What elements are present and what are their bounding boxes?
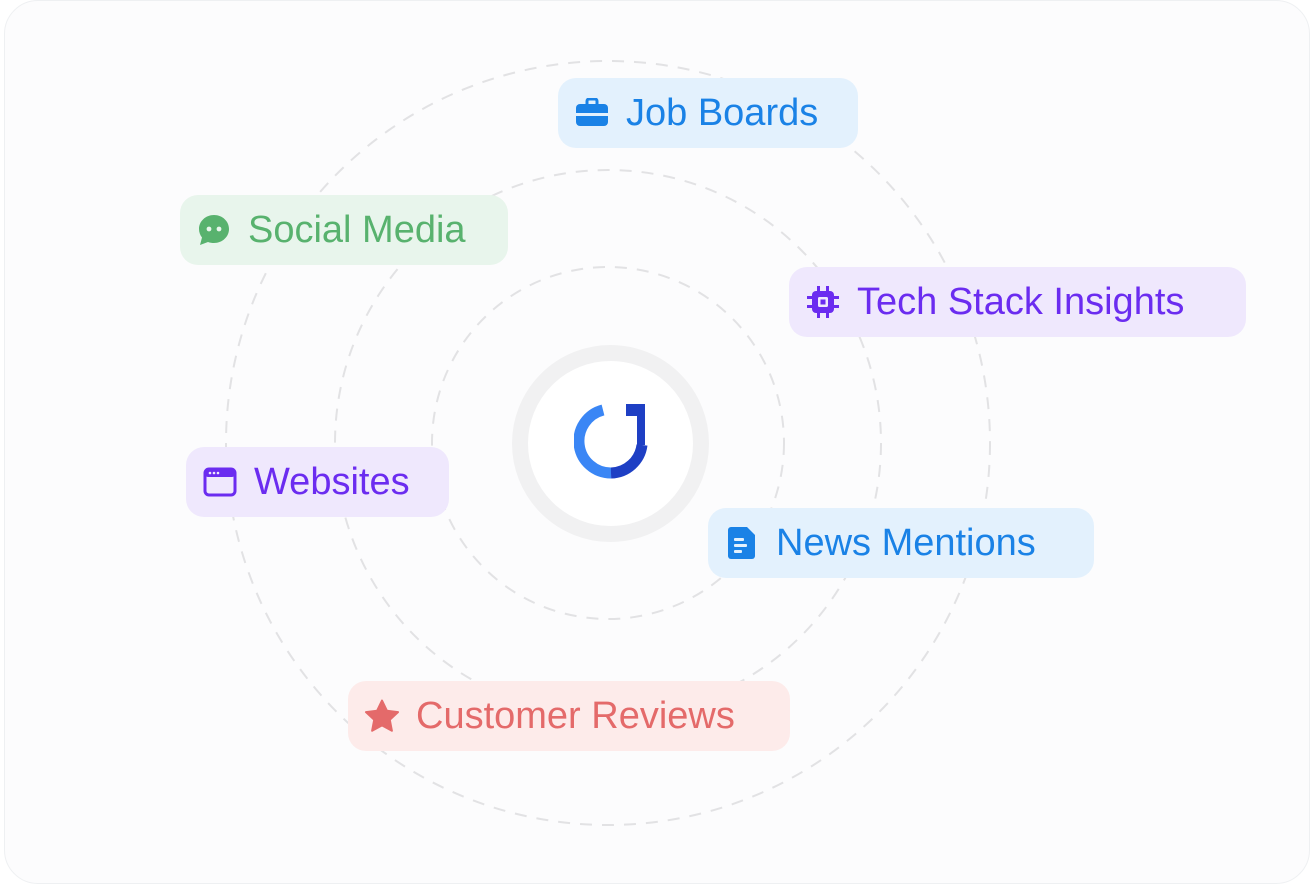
source-chip-job-boards: Job Boards [558, 78, 858, 148]
chip-icon [805, 284, 841, 320]
source-label: Job Boards [626, 91, 819, 134]
orbit-ring-outer [225, 60, 991, 826]
source-chip-websites: Websites [186, 447, 449, 517]
browser-window-icon [202, 464, 238, 500]
source-chip-customer-reviews: Customer Reviews [348, 681, 790, 751]
source-label: Social Media [248, 208, 466, 251]
source-chip-tech-stack-insights: Tech Stack Insights [789, 267, 1246, 337]
star-icon [364, 698, 400, 734]
source-label: News Mentions [776, 521, 1036, 564]
briefcase-icon [574, 95, 610, 131]
source-chip-news-mentions: News Mentions [708, 508, 1094, 578]
source-chip-social-media: Social Media [180, 195, 508, 265]
source-label: Websites [254, 460, 410, 503]
central-hub [512, 345, 709, 542]
source-label: Tech Stack Insights [857, 280, 1185, 323]
brand-logo-icon [572, 403, 648, 484]
document-icon [724, 525, 760, 561]
source-label: Customer Reviews [416, 694, 735, 737]
orbit-ring-inner [431, 266, 785, 620]
chat-bubble-icon [196, 212, 232, 248]
